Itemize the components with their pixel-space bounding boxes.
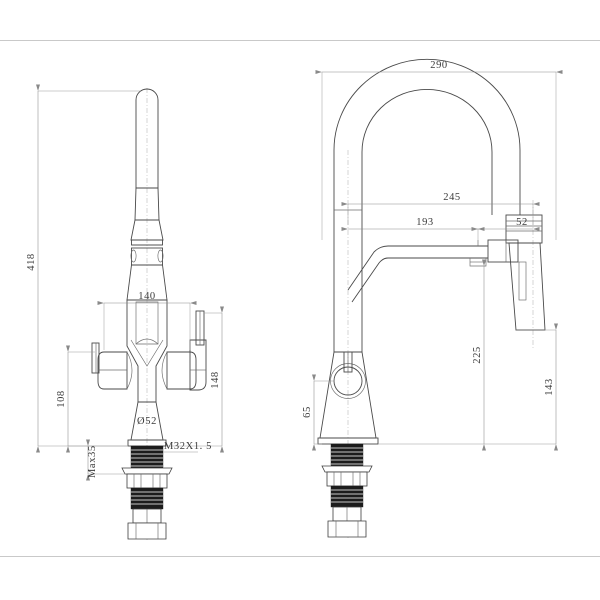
left-spout-flare xyxy=(130,219,164,241)
gooseneck-outer-wall xyxy=(333,58,521,210)
left-spout-collar-edge-right xyxy=(157,249,164,263)
left-spout-collar-band xyxy=(131,239,163,246)
left-handle-hub-edge xyxy=(126,351,133,390)
dim-245-label: 245 xyxy=(443,192,461,203)
right-hex-nut-faces xyxy=(335,521,359,537)
right-handle-hub-edge xyxy=(161,351,168,390)
dim-52-label: 52 xyxy=(516,217,528,228)
left-deck-washer xyxy=(121,467,173,475)
dim-dia52-label: Ø52 xyxy=(137,416,157,427)
dim-max35-label: Max35 xyxy=(87,445,98,478)
right-deck-washer xyxy=(321,465,373,473)
spray-head-body xyxy=(508,242,546,331)
left-lock-cage-ribs xyxy=(133,474,161,488)
left-hex-nut-faces xyxy=(135,523,159,539)
right-thread-upper-grooves xyxy=(331,447,363,465)
right-view-dimensions: 290 245 193 52 225 143 65 xyxy=(302,60,563,451)
left-thread-lower xyxy=(130,487,164,510)
right-lock-cage-ribs xyxy=(333,472,361,486)
left-spout-window-arc xyxy=(135,338,159,345)
right-hex-nut xyxy=(327,520,367,538)
left-view-geometry xyxy=(91,88,207,540)
right-thread-lower-grooves xyxy=(331,489,363,503)
spray-head-button xyxy=(518,261,527,301)
right-handle-hub xyxy=(166,351,197,390)
dim-143-label: 143 xyxy=(544,378,555,396)
right-lock-cage xyxy=(326,471,368,487)
left-view-dimensions: 418 140 108 148 Ø52 M32X1. 5 Max35 xyxy=(26,84,224,481)
dim-193-label: 193 xyxy=(416,217,434,228)
left-spout-collar-edge-left xyxy=(130,249,137,263)
right-view-geometry xyxy=(317,58,546,540)
spout-arm-connector xyxy=(487,239,519,263)
gooseneck-inner-wall xyxy=(361,89,493,210)
left-handle-lever xyxy=(91,342,100,374)
spout-arm-bottom-edge xyxy=(351,257,389,303)
dim-290-label: 290 xyxy=(430,60,448,71)
dim-140-label: 140 xyxy=(138,291,156,302)
dim-65-label: 65 xyxy=(302,406,313,418)
left-thread-upper xyxy=(130,445,164,469)
spout-arm-top-edge xyxy=(347,245,389,291)
left-handle-hub xyxy=(97,351,128,390)
left-thread-upper-grooves xyxy=(131,449,163,467)
dim-418-label: 418 xyxy=(26,253,37,271)
dim-148-label: 148 xyxy=(210,371,221,389)
left-thread-lower-grooves xyxy=(131,491,163,505)
left-hex-nut xyxy=(127,522,167,540)
left-lock-cage xyxy=(126,473,168,489)
left-spout-upper-tube xyxy=(135,88,159,189)
right-thread-lower xyxy=(330,485,364,508)
thread-spec-label: M32X1. 5 xyxy=(164,441,212,452)
left-body-v-detail xyxy=(130,339,164,367)
right-handle-body xyxy=(189,339,207,391)
right-thread-upper xyxy=(330,443,364,467)
dim-225-label: 225 xyxy=(472,346,483,364)
dim-108-label: 108 xyxy=(56,390,67,408)
